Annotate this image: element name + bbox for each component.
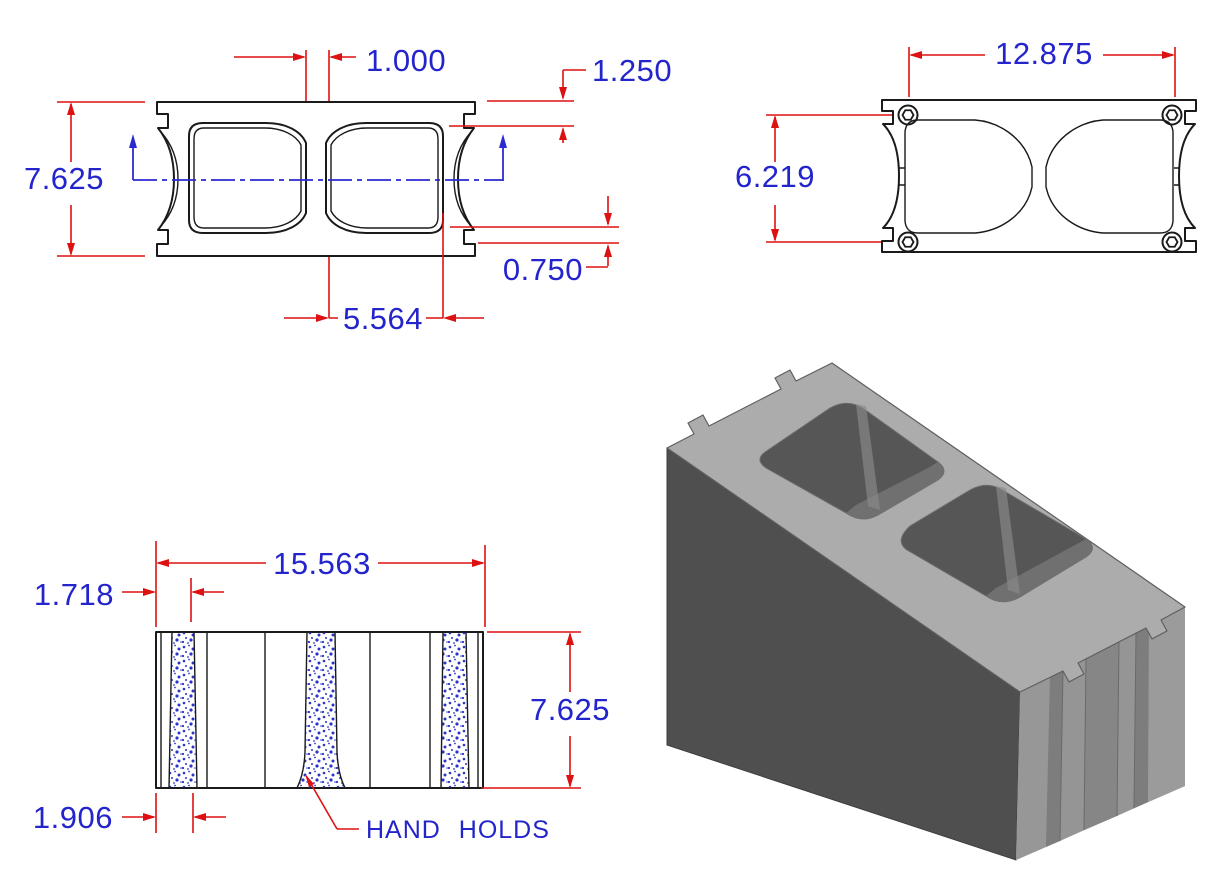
dim-plan-face-shell-bottom: 0.750 [503, 252, 583, 287]
arrow-right-icon [293, 53, 306, 61]
ext-line [155, 793, 194, 833]
dim-side-overall-height: 7.625 [530, 692, 610, 727]
section-arrow-right [499, 134, 507, 148]
iso-end-stripe [1134, 626, 1149, 808]
arrow-up-icon [566, 632, 574, 645]
iso-end-stripe [1117, 633, 1136, 816]
hand-holds-label: HAND HOLDS [366, 816, 550, 844]
end-slot-left [899, 167, 905, 186]
iso-end-stripe [1084, 641, 1119, 830]
dim-bottom-inner-height: 6.219 [735, 159, 815, 194]
dim-plan-face-shell-top: 1.250 [592, 53, 672, 88]
arrow-left-icon [329, 53, 342, 61]
iso-end-stripe [1060, 658, 1086, 841]
arrow-left-icon [443, 314, 456, 322]
arrow-left-icon [193, 813, 206, 821]
arrow-left-icon [909, 51, 922, 59]
edge-line [160, 632, 479, 788]
dim-line [562, 69, 586, 143]
dim-side-handhold-top-offset: 1.718 [34, 577, 114, 612]
iso-core-left-highlight [856, 404, 880, 510]
arrow-down-icon [771, 229, 779, 242]
arrow-down-icon [67, 243, 75, 256]
iso-end-groove-line [1059, 632, 1137, 842]
dim-plan-overall-width: 7.625 [24, 161, 104, 196]
arrow-down-icon [604, 213, 612, 226]
hand-hold-band [295, 631, 347, 789]
corner-lug [897, 231, 919, 253]
flange-line [206, 632, 431, 788]
arrow-left-icon [156, 559, 169, 567]
corner-lug [1161, 231, 1183, 253]
arrow-up-icon [771, 115, 779, 128]
core-right-outline [325, 122, 444, 234]
dim-plan-center-web: 1.000 [366, 43, 446, 78]
iso-end-stripe [1016, 677, 1050, 860]
core-right-outline [1045, 119, 1174, 234]
arrow-down-icon [566, 775, 574, 788]
arrow-up-icon [604, 244, 612, 257]
iso-core-right-highlight [996, 486, 1020, 594]
end-recess-inner-right [453, 130, 473, 228]
section-arrow-left [129, 134, 137, 148]
view-plan-section: 7.625 1.000 1.250 0.750 5.564 [24, 43, 672, 336]
dim-side-handhold-bottom-offset: 1.906 [33, 800, 113, 835]
ext-line [908, 47, 1176, 97]
hand-hold-band [440, 631, 470, 789]
core-right-inner [330, 127, 439, 229]
arrow-up-icon [559, 127, 567, 140]
view-bottom: 12.875 6.219 [735, 36, 1197, 253]
arrow-right-icon [143, 813, 156, 821]
arrow-right-icon [1162, 51, 1175, 59]
arrow-up-left-icon [305, 774, 314, 787]
core-left-outline [904, 119, 1033, 234]
core-left-outline [188, 122, 307, 234]
end-slot-right [1174, 167, 1179, 186]
end-recess-inner-left [159, 130, 179, 228]
leader-line [306, 776, 359, 830]
arrow-down-icon [559, 87, 567, 100]
core-left-inner [193, 127, 302, 229]
arrow-up-icon [67, 102, 75, 115]
ext-line [450, 226, 619, 244]
dim-plan-core-width: 5.564 [343, 301, 423, 336]
arrow-right-icon [143, 588, 156, 596]
arrow-right-icon [472, 559, 485, 567]
ext-line [449, 100, 574, 127]
arrow-left-icon [191, 588, 204, 596]
block-outline [881, 99, 1197, 253]
ext-line [155, 541, 486, 627]
ext-line [481, 631, 581, 789]
iso-end-stripe [1148, 607, 1185, 802]
arrow-right-icon [316, 314, 329, 322]
dim-bottom-core-spacing: 12.875 [995, 36, 1093, 71]
hand-hold-band [168, 631, 198, 789]
iso-end-stripe [1046, 670, 1063, 847]
corner-lug [1161, 104, 1183, 126]
view-side-elevation: 15.563 1.718 1.906 7.625 HAND HOLDS [33, 541, 610, 844]
dim-side-overall-length: 15.563 [273, 546, 371, 581]
view-isometric [666, 362, 1186, 861]
